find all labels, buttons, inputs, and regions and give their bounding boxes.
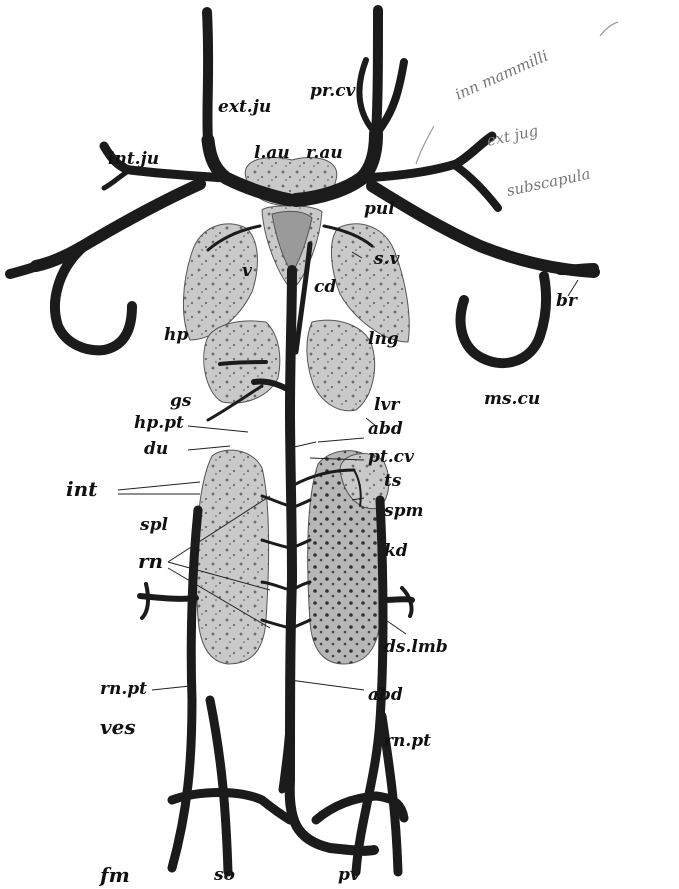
label-ms-cu: ms.cu xyxy=(484,389,540,409)
handwritten-note-2: ext jug xyxy=(485,121,540,149)
label-cd: cd xyxy=(314,277,336,297)
left-internal-jugular-branch xyxy=(104,170,130,188)
label-pv: pv xyxy=(338,865,361,885)
left-dorso-lumbar-branch xyxy=(142,584,148,618)
label-lng: lng xyxy=(368,329,399,349)
label-ves: ves xyxy=(100,715,136,739)
left-musculo-cutaneous xyxy=(55,248,132,350)
label-lvr: lvr xyxy=(374,395,400,415)
handwritten-note-3: subscapula xyxy=(505,165,592,200)
label-int-ju: int.ju xyxy=(108,149,159,169)
handwritten-mark xyxy=(600,22,618,36)
label-ts: ts xyxy=(384,471,402,491)
label-rn-pt-right: rn.pt xyxy=(384,731,431,751)
label-ext-ju: ext.ju xyxy=(218,97,271,117)
left-external-jugular xyxy=(207,12,208,140)
kidney-left xyxy=(196,450,268,664)
label-pul: pul xyxy=(364,199,395,219)
right-brachial xyxy=(560,268,594,270)
label-v: v xyxy=(242,261,253,281)
label-fm: fm xyxy=(98,863,130,887)
label-spm: spm xyxy=(383,501,423,521)
label-so: so xyxy=(213,865,235,885)
label-rn: rn xyxy=(138,549,163,573)
label-ds-lmb: ds.lmb xyxy=(384,637,448,657)
label-gs: gs xyxy=(170,391,192,411)
handwritten-annotations: inn mammilli ext jug subscapula xyxy=(416,22,618,200)
left-sciatic xyxy=(210,700,228,872)
renal-vein-4 xyxy=(262,620,290,628)
label-s-v: s.v xyxy=(373,249,400,269)
right-external-jugular xyxy=(376,10,378,134)
label-kd: kd xyxy=(384,541,408,561)
label-spl: spl xyxy=(139,515,168,535)
label-pr-cv: pr.cv xyxy=(310,81,357,101)
right-musculo-cutaneous xyxy=(461,276,547,363)
label-l-au: l.au xyxy=(254,143,290,163)
label-abd-lower: abd xyxy=(368,685,403,705)
label-hp: hp xyxy=(164,325,188,345)
right-subscapular xyxy=(456,166,498,208)
hepatic-vein xyxy=(220,362,266,364)
label-int: int xyxy=(66,477,98,501)
handwritten-pointer xyxy=(416,126,434,164)
label-abd-upper: abd xyxy=(368,419,403,439)
label-hp-pt: hp.pt xyxy=(134,413,184,433)
handwritten-note-1: inn mammilli xyxy=(452,47,551,104)
label-rn-pt-left: rn.pt xyxy=(100,679,147,699)
label-r-au: r.au xyxy=(306,143,343,163)
label-du: du xyxy=(144,439,168,459)
label-pt-cv: pt.cv xyxy=(368,447,415,467)
right-subclavian xyxy=(372,186,594,272)
liver-right-lobe xyxy=(307,320,375,411)
label-br: br xyxy=(556,291,578,311)
